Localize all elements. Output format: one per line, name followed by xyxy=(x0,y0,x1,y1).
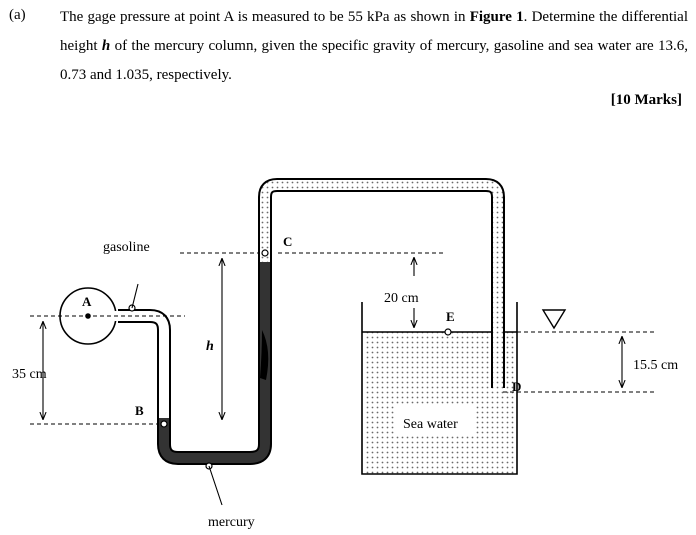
upper-tube xyxy=(258,178,505,388)
point-c-marker xyxy=(261,249,269,257)
label-h: h xyxy=(206,339,214,354)
label-point-a: A xyxy=(82,294,92,309)
free-surface-icon xyxy=(541,309,567,330)
sea-water-label-box xyxy=(395,406,475,436)
mercury-tube-outline xyxy=(157,262,272,465)
mercury-leader-line xyxy=(208,465,223,506)
label-35cm: 35 cm xyxy=(12,367,47,382)
mercury-column xyxy=(159,262,270,463)
mercury-highlight xyxy=(260,330,269,380)
label-mercury: mercury xyxy=(208,515,255,530)
label-point-b: B xyxy=(135,403,144,418)
reference-lines xyxy=(30,252,655,425)
label-gasoline: gasoline xyxy=(103,240,150,255)
h-symbol: h xyxy=(101,38,111,54)
mercury-u-tube xyxy=(157,262,272,465)
label-point-c: C xyxy=(283,234,292,249)
question-text-part3: of the mercury column, given the specifi… xyxy=(60,38,688,83)
point-e-marker xyxy=(444,328,452,336)
label-point-d: D xyxy=(512,379,521,394)
marks-label: [10 Marks] xyxy=(610,92,682,108)
label-15-5cm: 15.5 cm xyxy=(633,358,678,373)
gasoline-leader-line xyxy=(131,283,139,309)
question-text: The gage pressure at point A is measured… xyxy=(60,3,688,90)
label-20cm: 20 cm xyxy=(384,291,419,306)
question-text-part2: . Determine the differential height xyxy=(60,9,688,54)
label-point-e: E xyxy=(446,309,455,324)
label-sea-water: Sea water xyxy=(403,417,458,432)
figure-reference: Figure 1 xyxy=(469,9,524,25)
question-label: (a) xyxy=(9,7,26,23)
tank-wall xyxy=(361,302,518,475)
point-b-marker xyxy=(160,420,168,428)
question-text-part1: The gage pressure at point A is measured… xyxy=(60,9,470,25)
upper-tube-fill xyxy=(260,180,503,388)
